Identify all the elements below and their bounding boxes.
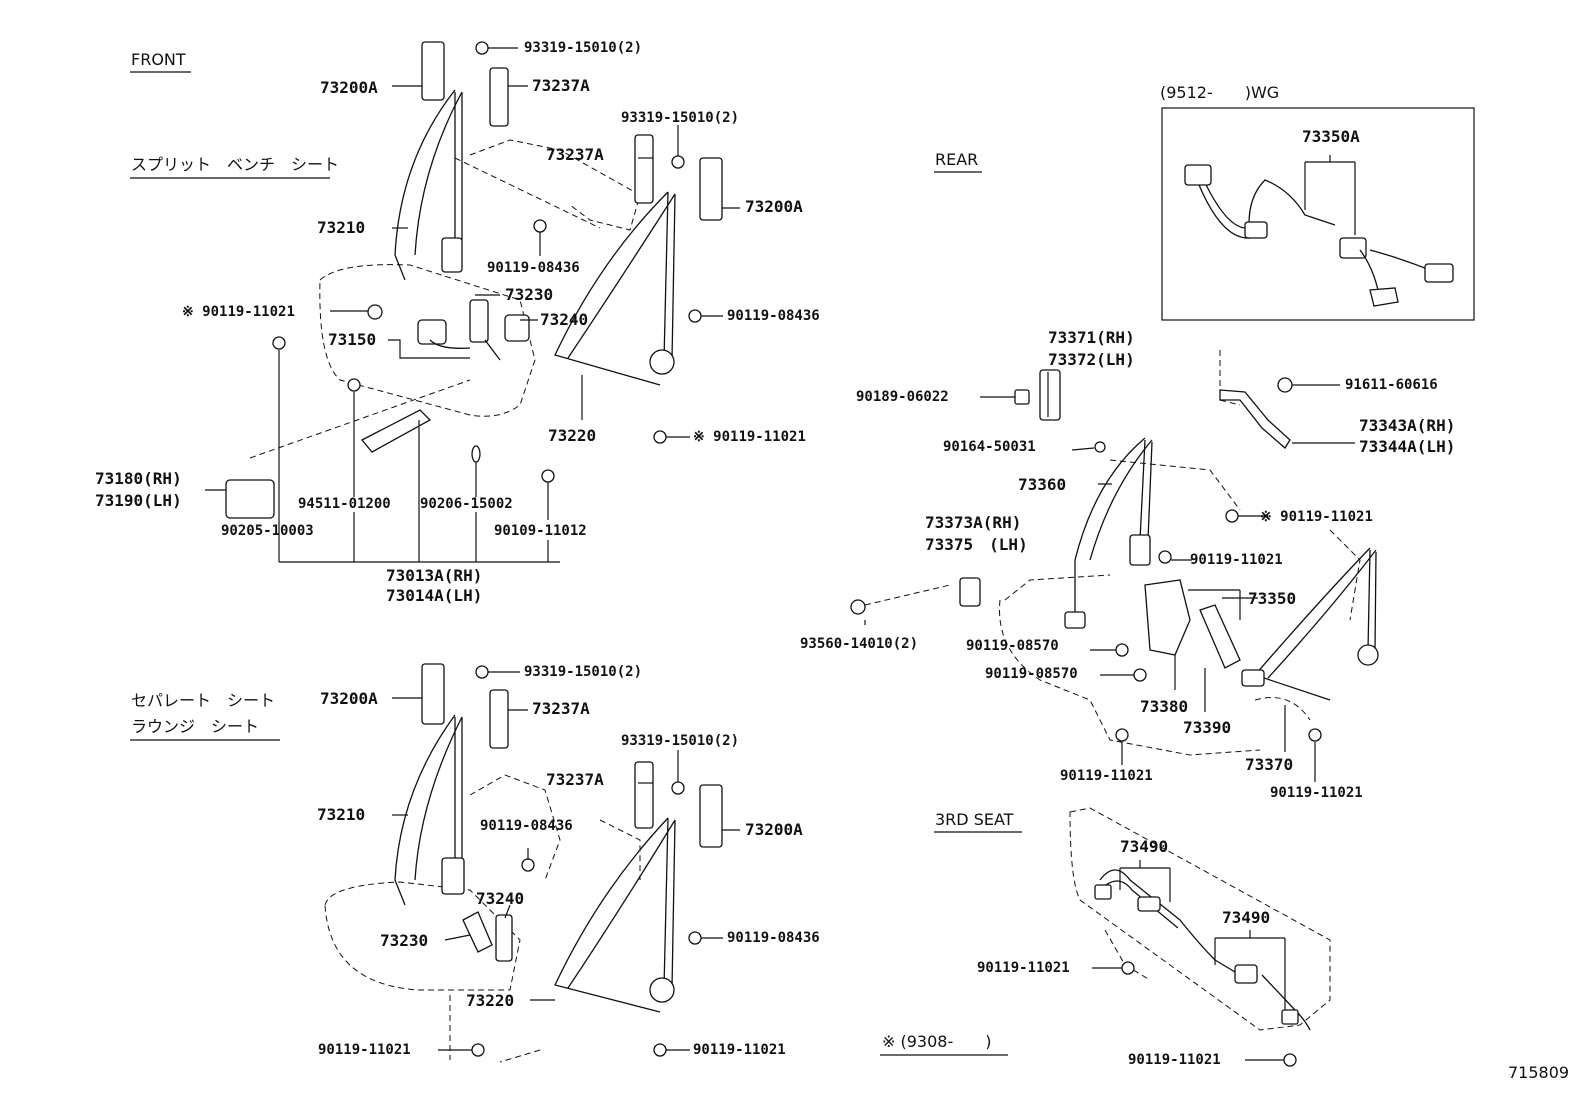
part-label: 90119-11021 xyxy=(693,1042,786,1058)
part-label: ※ 90119-11021 xyxy=(1260,509,1373,525)
part-label: 73210 xyxy=(317,218,365,237)
part-label: 73240 xyxy=(476,889,524,908)
part-label: 73230 xyxy=(380,931,428,950)
part-label: 73390 xyxy=(1183,718,1231,737)
third-seat-labels: 73490 73490 90119-11021 90119-11021 xyxy=(977,837,1270,1068)
part-label: 73210 xyxy=(317,805,365,824)
section-headers: FRONT スプリット ベンチ シート セパレート シート ラウンジ シート R… xyxy=(130,50,1569,1082)
anchor-plate-upper-left xyxy=(421,41,445,101)
wg-inset-frame xyxy=(1161,107,1475,321)
part-label: 90205-10003 xyxy=(221,523,314,539)
header-split-bench: スプリット ベンチ シート xyxy=(131,155,339,174)
part-label: 90119-11021 xyxy=(1270,785,1363,801)
part-label: 73350A xyxy=(1302,127,1360,146)
part-label: 90119-08570 xyxy=(966,638,1059,654)
part-label: 73380 xyxy=(1140,697,1188,716)
part-label: 73237A xyxy=(546,145,604,164)
front-split-bench-labels: 93319-15010(2) 73200A 73237A 93319-15010… xyxy=(95,40,820,605)
part-label: 90109-11012 xyxy=(494,523,587,539)
note-period: ※ (9308- ) xyxy=(882,1032,991,1051)
part-label: 73350 xyxy=(1248,589,1296,608)
part-label: 93560-14010(2) xyxy=(800,636,918,652)
part-label: 90119-08436 xyxy=(480,818,573,834)
part-label: 73230 xyxy=(505,285,553,304)
header-lounge: ラウンジ シート xyxy=(131,717,259,736)
part-label: 93319-15010(2) xyxy=(621,110,739,126)
part-label: 73344A(LH) xyxy=(1359,437,1455,456)
part-label: 93319-15010(2) xyxy=(524,664,642,680)
part-label: 73200A xyxy=(320,78,378,97)
front-split-bench-drawing xyxy=(205,41,740,563)
header-third-seat: 3RD SEAT xyxy=(935,810,1014,829)
part-label: 73220 xyxy=(466,991,514,1010)
part-label: 90119-11021 xyxy=(318,1042,411,1058)
anchor-plate-upper-left-b xyxy=(421,663,445,725)
cover-upper-right xyxy=(634,134,654,204)
header-rear: REAR xyxy=(935,150,978,169)
part-label: 73343A(RH) xyxy=(1359,416,1455,435)
part-label: 90119-08436 xyxy=(727,308,820,324)
part-label: 73237A xyxy=(546,770,604,789)
part-label: 73220 xyxy=(548,426,596,445)
part-label: 73240 xyxy=(540,310,588,329)
cover-upper-left xyxy=(489,67,509,127)
rear-seat-labels: 73371(RH) 73372(LH) 91611-60616 90189-06… xyxy=(800,328,1455,801)
part-label: 73180(RH) xyxy=(95,469,182,488)
part-label: 73373A(RH) xyxy=(925,513,1021,532)
rear-seat-drawing xyxy=(850,350,1379,782)
wg-inset xyxy=(1161,107,1475,321)
header-front: FRONT xyxy=(131,50,186,69)
part-label: 73013A(RH) xyxy=(386,566,482,585)
part-label: ※ 90119-11021 xyxy=(182,304,295,320)
part-label: 93319-15010(2) xyxy=(621,733,739,749)
part-label: 73200A xyxy=(745,820,803,839)
cover-upper-right-b xyxy=(634,761,654,829)
part-label: 73371(RH) xyxy=(1048,328,1135,347)
part-label: 73375 (LH) xyxy=(925,535,1028,554)
part-label: 90189-06022 xyxy=(856,389,949,405)
part-label: 93319-15010(2) xyxy=(524,40,642,56)
part-label: 73237A xyxy=(532,76,590,95)
part-label: 90206-15002 xyxy=(420,496,513,512)
part-label: 73200A xyxy=(320,689,378,708)
anchor-plate-upper-right xyxy=(699,157,723,221)
part-label: 73150 xyxy=(328,330,376,349)
figure-number: 715809 xyxy=(1508,1063,1569,1082)
part-label: ※ 90119-11021 xyxy=(693,429,806,445)
part-label: 90119-08570 xyxy=(985,666,1078,682)
front-separate-labels: 93319-15010(2) 73200A 73237A 93319-15010… xyxy=(317,664,820,1058)
part-label: 73237A xyxy=(532,699,590,718)
anchor-plate-upper-right-b xyxy=(699,784,723,848)
part-label: 90119-08436 xyxy=(487,260,580,276)
part-label: 90119-11021 xyxy=(1128,1052,1221,1068)
part-label: 90119-08436 xyxy=(727,930,820,946)
part-label: 73200A xyxy=(745,197,803,216)
front-separate-drawing xyxy=(324,663,740,1063)
part-label: 73360 xyxy=(1018,475,1066,494)
part-label: 73190(LH) xyxy=(95,491,182,510)
part-label: 90119-11021 xyxy=(977,960,1070,976)
wg-inset-labels: 73350A xyxy=(1302,127,1360,146)
part-label: 94511-01200 xyxy=(298,496,391,512)
part-label: 90119-11021 xyxy=(1190,552,1283,568)
header-separate: セパレート シート xyxy=(131,691,275,710)
third-seat-drawing xyxy=(1069,807,1331,1067)
part-label: 90164-50031 xyxy=(943,439,1036,455)
part-label: 73490 xyxy=(1222,908,1270,927)
part-label: 73490 xyxy=(1120,837,1168,856)
part-label: 73014A(LH) xyxy=(386,586,482,605)
cover-upper-left-b xyxy=(489,689,509,749)
part-label: 73370 xyxy=(1245,755,1293,774)
part-label: 90119-11021 xyxy=(1060,768,1153,784)
part-label: 73372(LH) xyxy=(1048,350,1135,369)
part-label: 91611-60616 xyxy=(1345,377,1438,393)
header-wg-period: (9512- )WG xyxy=(1160,83,1279,102)
seat-adjuster-bracket xyxy=(225,479,275,519)
